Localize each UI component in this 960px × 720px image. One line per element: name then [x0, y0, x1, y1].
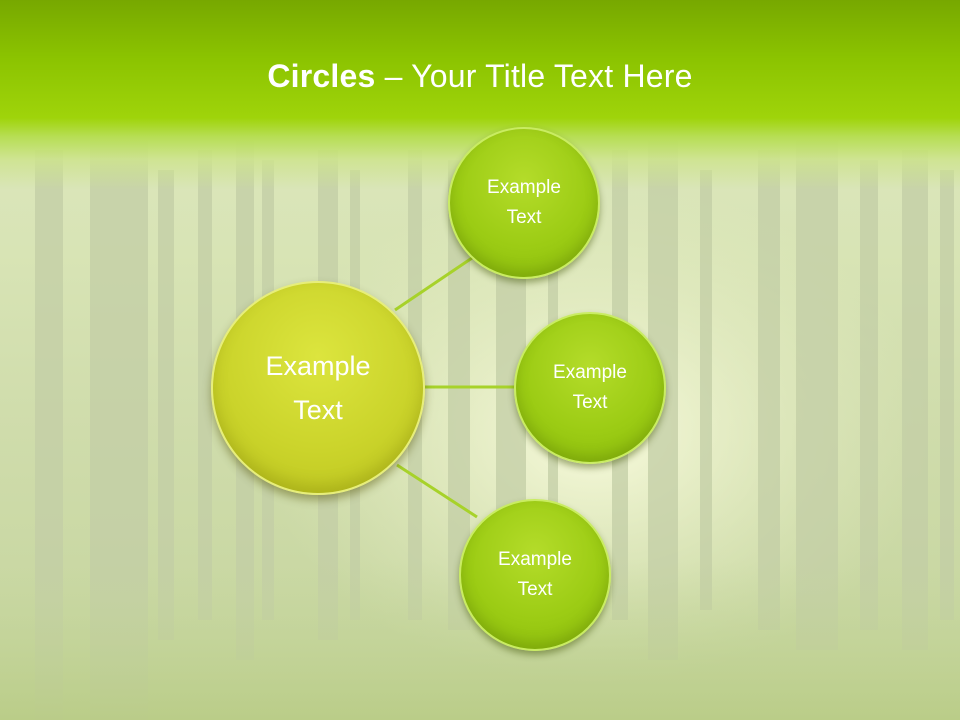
satellite-circle-middle[interactable]: Example Text [514, 312, 666, 464]
satellite-circle-bottom[interactable]: Example Text [459, 499, 611, 651]
connector-top [394, 256, 473, 312]
connector-bottom [396, 463, 478, 519]
satellite-circle-top[interactable]: Example Text [448, 127, 600, 279]
satellite-bottom-label: Example Text [498, 549, 572, 600]
title-bold-text: Circles [267, 58, 376, 94]
slide-title[interactable]: Circles – Your Title Text Here [0, 52, 960, 100]
satellite-top-label: Example Text [487, 177, 561, 228]
satellite-middle-label: Example Text [553, 362, 627, 413]
center-circle[interactable]: Example Text [211, 281, 425, 495]
title-rest-text: – Your Title Text Here [375, 58, 693, 94]
center-circle-label: Example Text [265, 351, 371, 425]
